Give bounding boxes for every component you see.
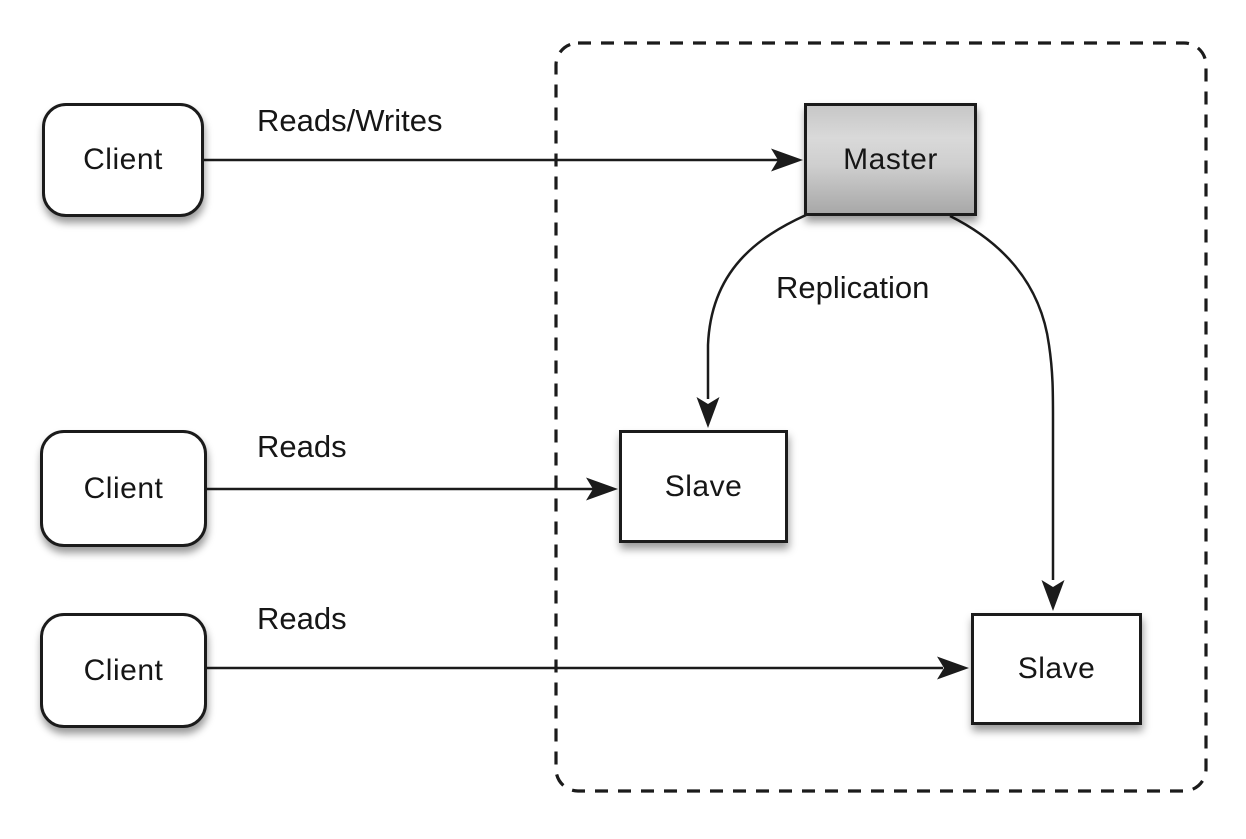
arrowhead-icon xyxy=(771,148,803,172)
client-node-1: Client xyxy=(42,103,204,217)
arrowhead-icon xyxy=(696,397,720,428)
client-node-1-label: Client xyxy=(83,143,163,176)
arrowhead-icon xyxy=(1041,580,1065,611)
reads-bottom-edge-label: Reads xyxy=(257,601,347,636)
master-node-label: Master xyxy=(843,142,938,176)
reads-arrow-middle xyxy=(207,477,618,501)
slave-node-2: Slave xyxy=(971,613,1142,725)
reads-writes-arrow xyxy=(204,148,803,172)
replication-edge-label: Replication xyxy=(776,270,930,305)
arrowhead-icon xyxy=(586,477,618,501)
replication-group-dashed-border xyxy=(554,41,1208,793)
replication-arrow-right xyxy=(949,214,1065,611)
master-node: Master xyxy=(804,103,977,216)
client-node-2-label: Client xyxy=(83,471,164,505)
reads-middle-edge-label: Reads xyxy=(257,429,347,464)
replication-arrow-left xyxy=(696,213,807,428)
client-node-3-label: Client xyxy=(83,653,164,687)
slave-node-1: Slave xyxy=(619,430,788,543)
arrowhead-icon xyxy=(937,656,969,680)
slave-node-1-label: Slave xyxy=(664,469,743,503)
slave-node-2-label: Slave xyxy=(1017,652,1096,685)
client-node-2: Client xyxy=(40,430,207,547)
reads-arrow-bottom xyxy=(207,656,969,680)
client-node-3: Client xyxy=(40,613,207,728)
reads-writes-edge-label: Reads/Writes xyxy=(257,103,443,138)
